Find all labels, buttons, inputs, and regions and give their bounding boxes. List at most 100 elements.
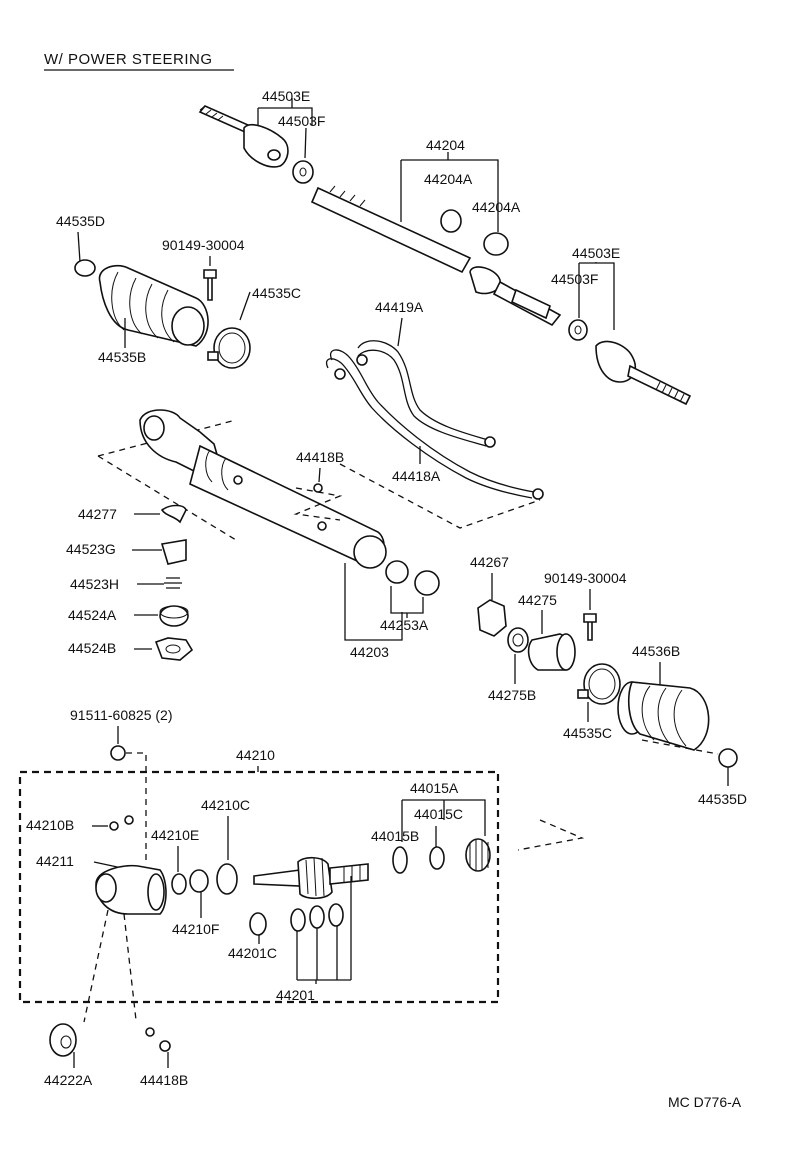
plug-44210B-2 [124,815,134,825]
clip-44535D-top [74,259,96,277]
label-44222A: 44222A [44,1072,93,1088]
union-44418B-mid [313,483,323,493]
seal-44201-1 [290,908,306,932]
label-44210E: 44210E [151,827,199,843]
dashed-bolt-guide [126,752,147,860]
guide-44523G [160,539,187,565]
pipe-44419A [356,340,496,448]
leader-44204 [400,152,499,232]
label-44536B: 44536B [632,643,680,659]
rack-bar [310,185,562,327]
ring-44275B [507,627,529,653]
leader-44203 [344,563,403,641]
tie-rod-right [595,340,692,406]
plug-44210B-1 [109,821,119,831]
leader-44503E-right [578,262,615,330]
label-44275: 44275 [518,592,557,608]
label-44204: 44204 [426,137,465,153]
label-44535B: 44535B [98,349,146,365]
label-44418B-bottom: 44418B [140,1072,188,1088]
lock-washer-right [568,319,588,341]
clamp-44535C-top [207,327,251,369]
clip-44535D-right [718,748,738,768]
label-44524A: 44524A [68,607,117,623]
bellows-44536B [617,681,710,751]
label-44503F-right: 44503F [551,271,598,287]
label-44503E-right: 44503E [572,245,620,261]
seal-44253A-2 [414,570,440,596]
bellows-44535B [98,264,209,347]
label-44419A: 44419A [375,299,424,315]
o-ring-44204A [440,209,462,233]
dashed-guide-44418B [123,913,137,1021]
dashed-guide-boot [641,739,719,755]
seat-44277 [160,504,187,524]
housing-44203 [139,409,387,569]
label-44275B: 44275B [488,687,536,703]
label-44210F: 44210F [172,921,219,937]
label-44418B-mid: 44418B [296,449,344,465]
bushing-44275 [527,633,576,671]
label-44253A: 44253A [380,617,429,633]
dashed-guide-44222A [83,909,109,1023]
bolt-90149-right [583,613,597,641]
label-44535D-right: 44535D [698,791,747,807]
dashed-guide-valve [517,819,585,851]
valve-housing-44211 [95,864,167,915]
label-44210: 44210 [236,747,275,763]
seal-44253A-1 [385,560,409,584]
o-ring-44210C [216,863,238,895]
label-44524B: 44524B [68,640,116,656]
label-44015C: 44015C [414,806,463,822]
nut-44524B [154,637,194,661]
bearing-44015A [465,838,491,872]
label-90149-top: 90149-30004 [162,237,245,253]
label-44277: 44277 [78,506,117,522]
label-44015B: 44015B [371,828,419,844]
label-44535C-right: 44535C [563,725,612,741]
bolt-90149-top [203,269,217,301]
union-44418B-bottom-2 [159,1040,171,1052]
nut-44267 [477,599,507,637]
seal-44201-2 [309,905,325,929]
seal-44201-3 [328,903,344,927]
label-44503E-top: 44503E [262,88,310,104]
label-44203: 44203 [350,644,389,660]
label-44523G: 44523G [66,541,116,557]
union-44418B-bottom-1 [145,1027,155,1037]
label-44535D-top: 44535D [56,213,105,229]
o-ring-44015B [392,846,408,874]
pipe-44418A [325,349,544,500]
label-44204A-2: 44204A [472,199,521,215]
diagram-title: W/ POWER STEERING [44,51,213,68]
label-91511: 91511-60825 (2) [70,707,172,723]
ring-44210F [189,869,209,893]
label-44015A: 44015A [410,780,459,796]
label-44210B: 44210B [26,817,74,833]
bolt-91511 [110,745,126,761]
label-90149-right: 90149-30004 [544,570,627,586]
clamp-44535C-right [577,663,621,705]
leader-44503F-top [304,127,307,159]
label-44211: 44211 [36,853,74,869]
seal-44015C [429,846,445,870]
valve-shaft [253,856,369,900]
dashed-guide-right [339,463,541,529]
lock-washer-top [292,160,314,184]
label-44535C-top: 44535C [252,285,301,301]
tie-rod-left [198,105,289,168]
label-44418A: 44418A [392,468,441,484]
label-44267: 44267 [470,554,509,570]
label-44503F-top: 44503F [278,113,325,129]
control-valve-group-box [18,770,500,1004]
leader-44503E-top [257,98,313,125]
label-44204A-1: 44204A [424,171,473,187]
diagram-code: MC D776-A [668,1094,742,1110]
cover-44222A [49,1023,77,1057]
spring-44523H [164,577,182,589]
label-44523H: 44523H [70,576,119,592]
bushing-44204A [483,232,509,256]
label-44201: 44201 [276,987,315,1003]
